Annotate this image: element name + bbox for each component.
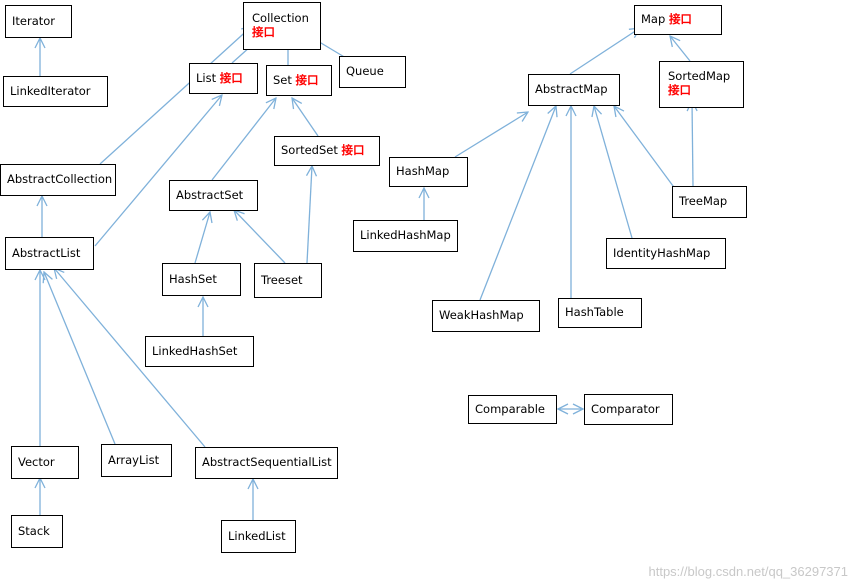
linkedhashset-box: LinkedHashSet (145, 336, 254, 367)
abstractset-label: AbstractSet (176, 187, 244, 202)
arrow-treeset-sortedset (307, 166, 312, 264)
treeset-label: Treeset (261, 272, 303, 287)
linkedlist-label: LinkedList (228, 528, 286, 543)
treeset-box: Treeset (254, 263, 322, 298)
comparator-box: Comparator (584, 394, 673, 425)
iterator-label: Iterator (12, 13, 56, 28)
treemap-label: TreeMap (679, 194, 728, 209)
linkedhashmap-box: LinkedHashMap (353, 220, 458, 252)
linkediterator-box: LinkedIterator (3, 76, 108, 107)
arraylist-label: ArrayList (108, 452, 160, 467)
arrow-abstractcollection-collection (99, 26, 252, 165)
comparable-box: Comparable (468, 395, 557, 424)
collection-interface-tag: 接口 (252, 24, 275, 39)
vector-label: Vector (18, 454, 55, 469)
set-label: Set (273, 72, 292, 87)
arraylist-box: ArrayList (101, 444, 172, 477)
collection-box: Collection 接口 (243, 2, 321, 50)
identityhashmap-label: IdentityHashMap (613, 245, 711, 260)
iterator-box: Iterator (5, 5, 72, 38)
hashmap-label: HashMap (396, 164, 450, 179)
abstractlist-label: AbstractList (12, 245, 81, 260)
list-label: List (196, 70, 217, 85)
sortedset-interface-tag: 接口 (341, 143, 365, 158)
sortedset-label: SortedSet (281, 143, 338, 158)
sortedset-box: SortedSet 接口 (274, 136, 380, 166)
hashmap-box: HashMap (389, 157, 468, 187)
watermark-text: https://blog.csdn.net/qq_36297371 (648, 564, 849, 579)
abstractmap-label: AbstractMap (535, 82, 608, 97)
arrow-abstractsequentiallist-abstractlist (54, 268, 206, 448)
linkediterator-label: LinkedIterator (10, 83, 91, 98)
hashtable-label: HashTable (565, 305, 624, 320)
queue-box: Queue (339, 56, 406, 88)
abstractcollection-box: AbstractCollection (0, 164, 116, 196)
sortedmap-interface-tag: 接口 (668, 82, 691, 97)
queue-label: Queue (346, 64, 384, 79)
arrow-abstractmap-map (569, 28, 640, 75)
arrow-abstractlist-list (94, 95, 222, 247)
abstractlist-box: AbstractList (5, 237, 94, 270)
arrow-treeset-abstractset (234, 210, 286, 264)
comparator-label: Comparator (591, 401, 660, 416)
arrow-hashset-abstractset (194, 212, 210, 264)
treemap-box: TreeMap (672, 186, 747, 218)
abstractcollection-label: AbstractCollection (7, 172, 113, 187)
arrow-treemap-sortedmap (692, 101, 693, 187)
arrow-sortedmap-map (670, 36, 691, 62)
collection-label: Collection (252, 11, 309, 25)
sortedmap-label: SortedMap (668, 69, 731, 83)
linkedhashset-label: LinkedHashSet (152, 343, 238, 358)
arrow-arraylist-abstractlist (44, 272, 116, 445)
hashset-label: HashSet (169, 271, 217, 286)
comparable-label: Comparable (475, 401, 545, 416)
list-box: List 接口 (189, 63, 258, 94)
identityhashmap-box: IdentityHashMap (606, 238, 726, 269)
arrow-weakhashmap-abstractmap (479, 106, 556, 301)
linkedhashmap-label: LinkedHashMap (360, 228, 451, 243)
list-interface-tag: 接口 (219, 70, 243, 85)
abstractsequentiallist-box: AbstractSequentialList (195, 447, 338, 479)
arrow-identityhashmap-abstractmap (594, 106, 633, 239)
arrow-sortedset-set (292, 98, 319, 137)
abstractsequentiallist-label: AbstractSequentialList (202, 455, 332, 470)
arrow-treemap-abstractmap (614, 106, 677, 191)
stack-box: Stack (11, 515, 63, 548)
vector-box: Vector (11, 446, 79, 479)
sortedmap-box: SortedMap 接口 (659, 61, 744, 108)
arrow-hashmap-abstractmap (454, 112, 528, 158)
linkedlist-box: LinkedList (221, 520, 296, 553)
set-interface-tag: 接口 (295, 72, 319, 87)
weakhashmap-label: WeakHashMap (439, 308, 524, 323)
abstractmap-box: AbstractMap (528, 74, 620, 106)
abstractset-box: AbstractSet (169, 180, 258, 211)
weakhashmap-box: WeakHashMap (432, 300, 540, 332)
map-label: Map (641, 12, 666, 27)
stack-label: Stack (18, 523, 50, 538)
hashset-box: HashSet (162, 263, 241, 296)
map-box: Map 接口 (634, 5, 722, 35)
hashtable-box: HashTable (558, 298, 642, 328)
set-box: Set 接口 (266, 65, 332, 96)
map-interface-tag: 接口 (668, 12, 692, 27)
arrow-abstractset-set (211, 98, 276, 181)
